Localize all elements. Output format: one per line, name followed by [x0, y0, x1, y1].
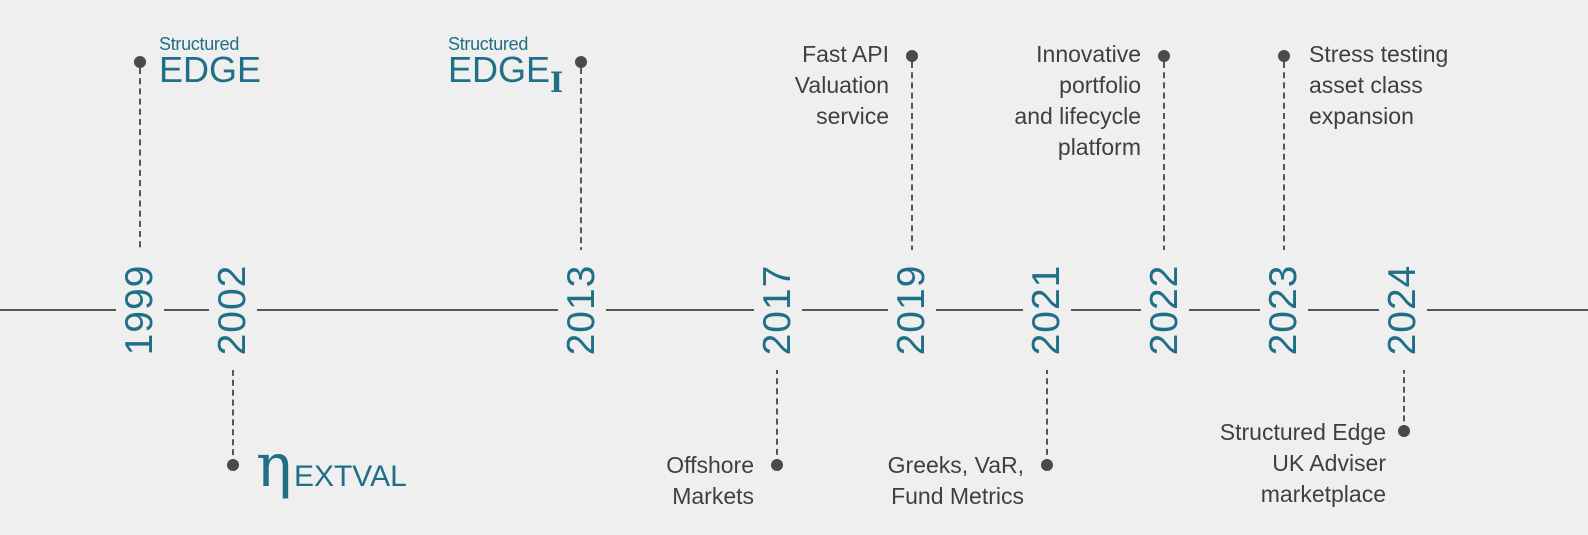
year-2021: 2021 [1023, 250, 1071, 370]
year-2023: 2023 [1260, 250, 1308, 370]
year-2024: 2024 [1379, 250, 1427, 370]
event-offshore-markets: Offshore Markets [666, 452, 754, 509]
year-2017: 2017 [754, 250, 802, 370]
dot-1999 [134, 56, 146, 68]
connector-2013 [580, 68, 582, 273]
connector-2019 [911, 62, 913, 272]
year-2002: 2002 [209, 250, 257, 370]
connector-2022 [1163, 62, 1165, 272]
structured-edge-i-logo-top: Structured [448, 34, 529, 54]
structured-edge-logo-main: EDGE [159, 49, 262, 90]
event-innovative-platform: Innovative portfolio and lifecycle platf… [1014, 41, 1141, 160]
nextval-logo-text: EXTVAL [293, 460, 407, 493]
connector-2024 [1403, 358, 1405, 431]
dot-2024 [1398, 425, 1410, 437]
connector-2021 [1046, 358, 1048, 465]
structured-edge-i-logo-main: EDGE [448, 49, 551, 90]
event-greeks-var-fund-metrics: Greeks, VaR, Fund Metrics [887, 452, 1024, 509]
event-stress-testing: Stress testing asset class expansion [1309, 41, 1449, 129]
structured-edge-i-logo: Structured EDGEI [448, 35, 563, 100]
event-fast-api-valuation: Fast API Valuation service [794, 41, 889, 129]
connector-1999 [139, 68, 141, 288]
year-2022: 2022 [1141, 250, 1189, 370]
year-1999: 1999 [116, 250, 164, 370]
event-uk-adviser-marketplace: Structured Edge UK Adviser marketplace [1219, 419, 1386, 507]
connector-2023 [1283, 62, 1285, 272]
nextval-logo-symbol: η [256, 431, 292, 501]
dot-2022 [1158, 50, 1170, 62]
dot-2002 [227, 459, 239, 471]
dot-2023 [1278, 50, 1290, 62]
dot-2017 [771, 459, 783, 471]
year-2019: 2019 [888, 250, 936, 370]
structured-edge-i-logo-sub: I [550, 66, 564, 99]
structured-edge-logo-top: Structured [159, 34, 240, 54]
dot-2019 [906, 50, 918, 62]
dot-2013 [575, 56, 587, 68]
connector-2002 [232, 360, 234, 465]
dot-2021 [1041, 459, 1053, 471]
year-2013: 2013 [558, 250, 606, 370]
connector-2017 [776, 358, 778, 465]
nextval-logo: ηEXTVAL [256, 436, 407, 496]
structured-edge-logo: Structured EDGE [159, 34, 262, 90]
